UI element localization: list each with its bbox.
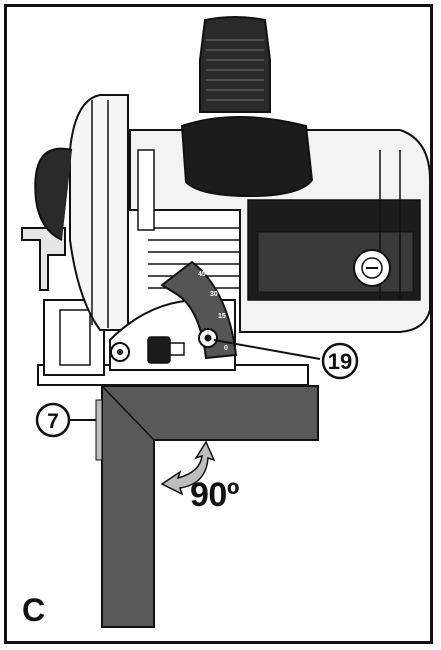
saw-top-handle: [180, 16, 314, 198]
blade-guard: [34, 94, 129, 331]
bevel-tick-0: 0: [224, 345, 228, 352]
bevel-tick-45: 45: [198, 271, 206, 278]
curved-double-arrow-icon: [160, 440, 216, 496]
callout-19-label: 19: [328, 349, 352, 374]
angle-label-90: 90º: [190, 476, 239, 514]
bevel-scale: 45 30 15 0: [198, 271, 228, 352]
try-square: [101, 385, 319, 628]
bevel-angle-bracket: [109, 260, 238, 371]
callout-19: 19: [213, 339, 359, 380]
depth-adjust-knob: [147, 336, 185, 364]
saw-base-plate: [21, 227, 309, 386]
bevel-tick-15: 15: [218, 313, 226, 320]
bevel-tick-30: 30: [210, 291, 218, 298]
figure-letter: C: [22, 592, 46, 628]
bevel-lock-knob-icon: [198, 328, 218, 348]
callout-7-label: 7: [47, 410, 59, 433]
callout-7: 7: [35, 399, 103, 461]
